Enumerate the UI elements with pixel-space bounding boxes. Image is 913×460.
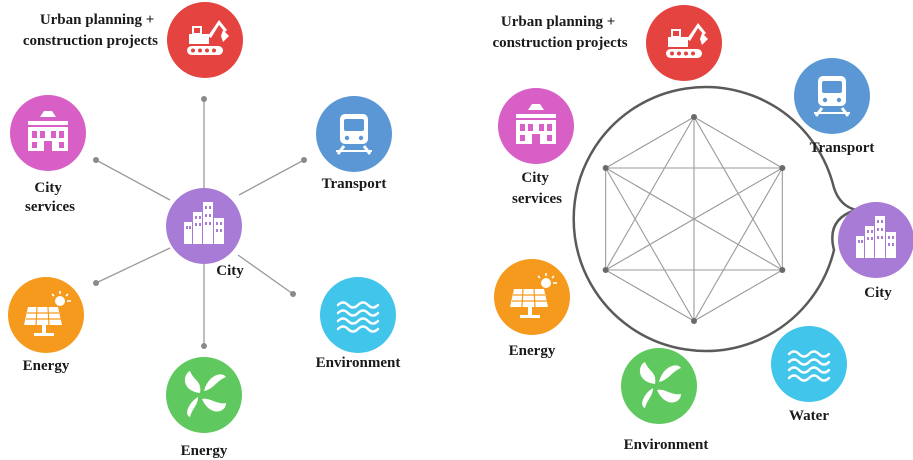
mesh-edge [605, 167, 783, 271]
node-environment [166, 357, 242, 433]
label-city-services: City services [25, 180, 75, 215]
r-node-city-services [498, 88, 574, 164]
r-node-energy [494, 259, 570, 335]
mesh-node [602, 165, 609, 171]
node-water [320, 277, 396, 353]
r-label-environment: Environment [624, 437, 709, 453]
label-urban-planning: Urban planning + construction projects [23, 12, 158, 49]
r-node-transport [794, 58, 870, 134]
mesh-edge [605, 167, 695, 322]
mesh-node [691, 114, 697, 120]
label-energy: Energy [23, 358, 70, 374]
mesh-edge [693, 269, 783, 322]
r-label-urban-planning: Urban planning + construction projects [492, 14, 627, 51]
right-mesh-diagram: Urban planning + construction projects T… [492, 5, 913, 453]
mesh-edge [605, 269, 695, 322]
node-energy [8, 277, 84, 353]
mesh-edges [605, 116, 783, 322]
mesh-edge [693, 116, 783, 169]
label-environment: Energy [181, 443, 228, 459]
left-hub-diagram: Urban planning + construction projects T… [8, 2, 400, 459]
mesh-node [602, 267, 609, 273]
r-node-water [771, 326, 847, 402]
r-label-city: City [864, 285, 892, 301]
node-transport [316, 96, 392, 172]
spoke-endpoints [93, 96, 307, 349]
mesh-node [779, 267, 786, 273]
r-label-city-services: City services [512, 170, 562, 207]
r-node-environment [621, 348, 697, 424]
r-node-city [838, 202, 913, 278]
r-label-energy: Energy [509, 343, 556, 359]
mesh-nodes [602, 114, 786, 324]
node-urban-planning [167, 2, 243, 78]
r-label-transport: Transport [810, 140, 875, 156]
r-label-water: Water [789, 408, 829, 424]
label-transport: Transport [322, 176, 387, 192]
label-water: Environment [316, 355, 401, 371]
label-city: City [216, 263, 244, 279]
mesh-node [779, 165, 786, 171]
mesh-node [691, 318, 697, 324]
mesh-boundary [572, 85, 861, 353]
node-city-services [10, 95, 86, 171]
mesh-edge [605, 116, 695, 169]
spokes [95, 99, 305, 346]
r-node-urban-planning [646, 5, 722, 81]
node-city-center [166, 188, 242, 264]
